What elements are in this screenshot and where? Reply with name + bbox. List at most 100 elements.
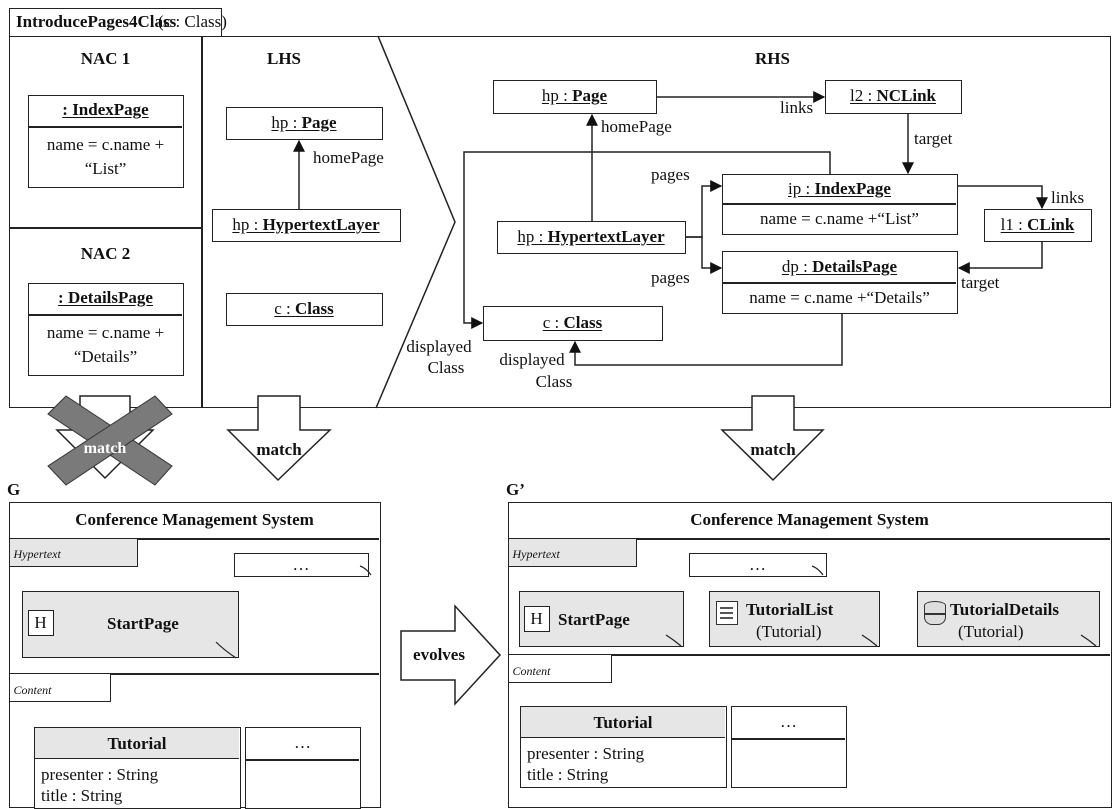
- lhs-class-node: c : Class: [226, 293, 383, 326]
- rhs-pages1-label: pages: [651, 165, 690, 184]
- g2-ellipsis: …: [749, 555, 766, 574]
- rhs-class-node: c : Class: [483, 306, 663, 341]
- g2-title: Conference Management System: [690, 510, 929, 529]
- g2-content-label: Content: [512, 664, 551, 678]
- rhs-ip-label: ip : IndexPage: [723, 179, 956, 199]
- g-title-line: [10, 538, 379, 540]
- rhs-pages2-label: pages: [651, 268, 690, 287]
- evolves-arrow: [400, 604, 502, 706]
- g2-ellipsis-dogear: [811, 565, 824, 576]
- g2-title-line: [509, 538, 1110, 540]
- g-content-tab: Content: [8, 673, 111, 702]
- lhs-homepage-label: homePage: [313, 148, 384, 167]
- rule-frame: [9, 36, 1111, 408]
- rule-name: IntroducePages4Class: [16, 12, 177, 31]
- g-ellipsis-dogear: [359, 565, 372, 576]
- g-tutorial-name: Tutorial: [107, 734, 167, 753]
- rhs-hypertextlayer-node: hp : HypertextLayer: [497, 221, 686, 254]
- rhs-clink-label: l1 : CLink: [985, 215, 1090, 235]
- g-frame: Conference Management System Hypertext ……: [8, 502, 381, 809]
- match-crossed-label: match: [83, 440, 127, 457]
- g2-tutorial-header: [521, 707, 725, 738]
- nac2-attr2: “Details”: [73, 347, 138, 366]
- rhs-pages2-edge: [686, 236, 723, 274]
- rhs-dp-name: dp :: [781, 257, 813, 276]
- g2-startpage-node: H StartPage: [519, 591, 684, 647]
- g-home-icon-letter: H: [34, 613, 47, 632]
- g2-ellipsis-page: …: [689, 553, 827, 577]
- g2-startpage-dogear: [665, 634, 682, 647]
- nac1-attr1: name = c.name +: [46, 135, 165, 154]
- match-lhs-label: match: [256, 440, 302, 459]
- g2-tutorial-name: Tutorial: [593, 713, 653, 732]
- g-ellipsis: …: [292, 555, 310, 574]
- g2-other-header-line: [732, 738, 845, 740]
- lhs-page-label: hp : Page: [227, 113, 381, 133]
- rhs-clink-type: CLink: [1027, 215, 1075, 234]
- cross-mark: [47, 395, 173, 486]
- g-content-line: [10, 673, 379, 675]
- rhs-page-label: hp : Page: [494, 86, 655, 106]
- nac2-attr1: name = c.name +: [46, 323, 165, 342]
- rhs-displayed2-label-a: displayed: [499, 350, 565, 369]
- rhs-layer-type: HypertextLayer: [547, 227, 665, 246]
- g2-hypertext-label: Hypertext: [512, 547, 560, 561]
- lhs-layer-type: HypertextLayer: [262, 215, 380, 234]
- g2-tutorial-attr2: title : String: [527, 765, 609, 784]
- rhs-links2-edge: [958, 185, 1048, 210]
- g-other-class: …: [245, 727, 361, 809]
- rhs-target2-label: target: [961, 273, 1000, 292]
- g2-list-dogear: [861, 634, 878, 647]
- rhs-class-label: c : Class: [484, 313, 661, 333]
- rhs-ip-compartment-line: [723, 203, 956, 205]
- g2-label: G’: [506, 480, 525, 499]
- rhs-target1-label: target: [914, 129, 953, 148]
- rhs-ip-name: ip :: [788, 179, 815, 198]
- lhs-layer-label: hp : HypertextLayer: [213, 215, 399, 235]
- index-list-icon: [716, 601, 738, 625]
- lhs-page-type: Page: [301, 113, 337, 132]
- rhs-links2-label: links: [1051, 188, 1085, 207]
- g2-other-class: …: [731, 706, 847, 788]
- g-ellipsis-page: …: [234, 553, 369, 577]
- lhs-page-name: hp :: [271, 113, 302, 132]
- rhs-clink-node: l1 : CLink: [984, 209, 1092, 242]
- rhs-dp-attr: name = c.name +“Details”: [749, 288, 930, 307]
- rhs-dp-type: DetailsPage: [812, 257, 898, 276]
- g-tutorial-header: [35, 728, 239, 759]
- g-hypertext-tab: Hypertext: [8, 538, 138, 567]
- g-title: Conference Management System: [75, 510, 314, 529]
- nac1-attr2: “List”: [84, 159, 127, 178]
- rhs-nclink-node: l2 : NCLink: [825, 80, 962, 114]
- rhs-title: RHS: [755, 49, 790, 68]
- g-startpage-dogear: [215, 641, 237, 659]
- g2-tutorial-class: Tutorial presenter : String title : Stri…: [520, 706, 727, 788]
- g-startpage-node: H StartPage: [22, 591, 239, 658]
- lhs-class-name: c :: [274, 299, 296, 318]
- lhs-hypertextlayer-node: hp : HypertextLayer: [212, 209, 401, 242]
- lhs-title: LHS: [267, 49, 302, 68]
- g2-tutoriallist-node: TutorialList (Tutorial): [709, 591, 880, 647]
- g-content-label: Content: [13, 683, 52, 697]
- rhs-page-node: hp : Page: [493, 80, 657, 114]
- rhs-dp-label: dp : DetailsPage: [723, 257, 956, 277]
- nac1-indexpage-node: : IndexPage name = c.name + “List”: [28, 95, 184, 188]
- lhs-class-type: Class: [295, 299, 334, 318]
- g-tutorial-class: Tutorial presenter : String title : Stri…: [34, 727, 241, 809]
- lhs-layer-name: hp :: [232, 215, 263, 234]
- nac1-compartment-line: [29, 126, 182, 128]
- rhs-clink-name: l1 :: [1000, 215, 1028, 234]
- rhs-detailspage-node: dp : DetailsPage name = c.name +“Details…: [722, 251, 958, 314]
- nac1-title: NAC 1: [80, 49, 131, 68]
- g2-hypertext-tab: Hypertext: [507, 538, 637, 567]
- rhs-class-name: c :: [542, 313, 564, 332]
- g-label: G: [7, 480, 21, 499]
- g2-startpage-label: StartPage: [558, 610, 630, 629]
- nac-divider-vertical: [201, 36, 203, 408]
- rule-header-tab: IntroducePages4Class (c : Class): [9, 8, 227, 37]
- g2-other-ellipsis: …: [780, 712, 797, 731]
- g2-content-tab: Content: [507, 654, 612, 683]
- nac2-title: NAC 2: [80, 244, 131, 263]
- rhs-page-type: Page: [572, 86, 608, 105]
